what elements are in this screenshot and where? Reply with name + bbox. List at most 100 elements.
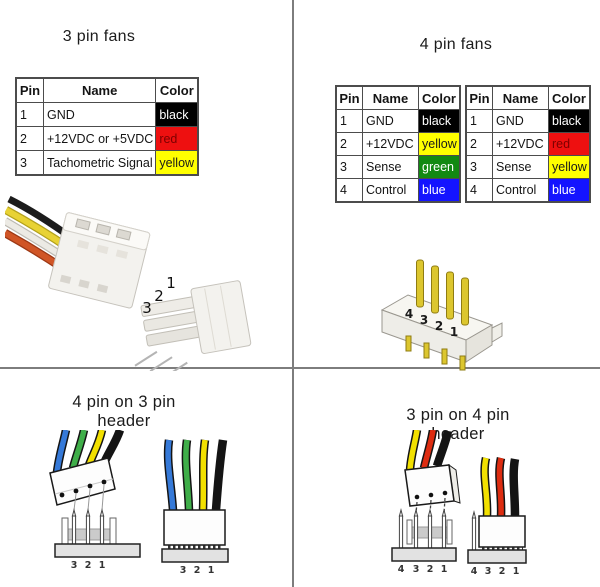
base-label-1: 1 bbox=[99, 560, 106, 571]
name-cell: Tachometric Signal bbox=[42, 150, 157, 176]
header-rail-left bbox=[61, 517, 69, 545]
four-pin-pinout-table-left: Pin Name Color 1 GND black 2 +12VDC yell… bbox=[335, 85, 461, 203]
color-cell: yellow bbox=[548, 155, 591, 179]
base-label-2: 2 bbox=[194, 565, 201, 576]
name-cell: Sense bbox=[362, 155, 419, 179]
four-pin-pinout-table-right: Pin Name Color 1 GND black 2 +12VDC red … bbox=[465, 85, 591, 203]
alignment-leaders bbox=[73, 484, 105, 511]
pin-cell: 3 bbox=[335, 155, 363, 179]
col-header-name: Name bbox=[362, 85, 419, 110]
name-cell: +12VDC bbox=[362, 132, 419, 156]
section-title-3-pin-fans: 3 pin fans bbox=[62, 28, 136, 45]
table-row-pin1: 1 GND black bbox=[15, 102, 199, 127]
three-wires bbox=[405, 430, 453, 471]
name-cell: Sense bbox=[492, 155, 549, 179]
table-row-pin3: 3 Tachometric Signal yellow bbox=[15, 150, 199, 176]
pin-cell: 3 bbox=[465, 155, 493, 179]
color-cell: black bbox=[548, 109, 591, 133]
table-header-row: Pin Name Color bbox=[335, 85, 461, 110]
table-row-pin4: 4 Control blue bbox=[335, 178, 461, 203]
table-row-pin1: 1 GND black bbox=[465, 109, 591, 133]
pin-cell: 1 bbox=[465, 109, 493, 133]
color-cell: blue bbox=[548, 178, 591, 203]
table-row-pin1: 1 GND black bbox=[335, 109, 461, 133]
pin-cell: 4 bbox=[465, 178, 493, 203]
header-pin-label-3: 3 bbox=[420, 313, 428, 327]
name-cell: GND bbox=[492, 109, 549, 133]
unplugged-diagram: 4 3 2 1 bbox=[391, 430, 461, 575]
table-row-pin2: 2 +12VDC yellow bbox=[335, 132, 461, 156]
header-pin-label-4: 4 bbox=[405, 307, 413, 321]
pin-cell: 2 bbox=[15, 126, 44, 151]
base-label-2: 2 bbox=[427, 564, 434, 575]
header-base bbox=[467, 549, 527, 564]
base-label-2: 2 bbox=[85, 560, 92, 571]
pin-cell: 2 bbox=[335, 132, 363, 156]
col-header-color: Color bbox=[155, 77, 199, 103]
four-pin-plug-body bbox=[49, 457, 116, 506]
female-three-pin-connector bbox=[48, 212, 151, 309]
pin-cell: 1 bbox=[15, 102, 44, 127]
three-pin-on-four-pin-diagram: 4 3 2 1 4 3 2 1 bbox=[391, 430, 527, 577]
color-cell: yellow bbox=[155, 150, 199, 176]
base-label-1: 1 bbox=[441, 564, 448, 575]
color-cell: red bbox=[548, 132, 591, 156]
color-cell: black bbox=[418, 109, 461, 133]
three-pin-pinout-table: Pin Name Color 1 GND black 2 +12VDC or +… bbox=[15, 77, 200, 176]
section-title-4-pin-on-3-pin-header: 4 pin on 3 pin header bbox=[72, 393, 176, 430]
header-pin-label-1: 1 bbox=[450, 325, 458, 339]
col-header-pin: Pin bbox=[335, 85, 363, 110]
plugged-diagram: 3 2 1 bbox=[161, 439, 229, 576]
base-label-3: 3 bbox=[413, 564, 420, 575]
pin-cell: 1 bbox=[335, 109, 363, 133]
color-cell: yellow bbox=[418, 132, 461, 156]
four-wires bbox=[163, 439, 228, 511]
plug-pin-holes bbox=[414, 490, 448, 500]
base-label-3: 3 bbox=[180, 565, 187, 576]
name-cell: Control bbox=[492, 178, 549, 203]
mated-plug-body bbox=[163, 509, 226, 546]
name-cell: +12VDC or +5VDC bbox=[42, 126, 157, 151]
horizontal-divider bbox=[0, 367, 600, 369]
three-wires bbox=[480, 457, 520, 517]
base-label-2: 2 bbox=[499, 566, 506, 577]
table-header-row: Pin Name Color bbox=[15, 77, 199, 103]
base-label-3: 3 bbox=[485, 566, 492, 577]
col-header-color: Color bbox=[548, 85, 591, 110]
pin-number-label-1: 1 bbox=[166, 274, 176, 292]
base-label-1: 1 bbox=[208, 565, 215, 576]
base-label-3: 3 bbox=[71, 560, 78, 571]
base-label-4: 4 bbox=[398, 564, 405, 575]
name-cell: Control bbox=[362, 178, 419, 203]
header-base bbox=[54, 543, 141, 558]
col-header-name: Name bbox=[492, 85, 549, 110]
male-three-pin-connector bbox=[134, 280, 252, 371]
pin-number-label-2: 2 bbox=[154, 287, 164, 305]
vertical-divider bbox=[292, 0, 294, 587]
table-row-pin2: 2 +12VDC or +5VDC red bbox=[15, 126, 199, 151]
section-title-4-pin-fans: 4 pin fans bbox=[419, 36, 493, 53]
color-cell: red bbox=[155, 126, 199, 151]
base-label-1: 1 bbox=[513, 566, 520, 577]
three-pin-connectors-photo: 1 2 3 bbox=[5, 195, 252, 371]
name-cell: GND bbox=[42, 102, 157, 127]
pin-number-label-3: 3 bbox=[142, 299, 152, 317]
table-header-row: Pin Name Color bbox=[465, 85, 591, 110]
plugged-diagram: 4 3 2 1 bbox=[467, 457, 527, 577]
header-gold-pins bbox=[405, 259, 469, 371]
header-base bbox=[391, 547, 457, 562]
header-pin-label-2: 2 bbox=[435, 319, 443, 333]
name-cell: GND bbox=[362, 109, 419, 133]
base-label-4: 4 bbox=[471, 566, 478, 577]
three-pin-plug-body bbox=[404, 464, 455, 507]
header-rail-right bbox=[109, 517, 117, 545]
unplugged-diagram: 3 2 1 bbox=[49, 430, 141, 571]
header-base bbox=[161, 548, 229, 563]
name-cell: +12VDC bbox=[492, 132, 549, 156]
col-header-name: Name bbox=[42, 77, 157, 103]
pin-cell: 3 bbox=[15, 150, 44, 176]
col-header-pin: Pin bbox=[15, 77, 44, 103]
table-row-pin2: 2 +12VDC red bbox=[465, 132, 591, 156]
color-cell: green bbox=[418, 155, 461, 179]
